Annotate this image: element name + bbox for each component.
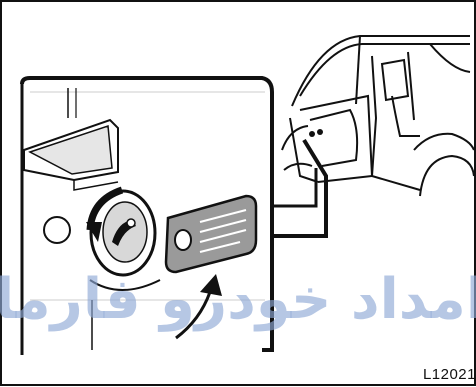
figure-code: L12021 [423,366,476,383]
watermark-text: امداد خودرو فارما [0,267,476,332]
